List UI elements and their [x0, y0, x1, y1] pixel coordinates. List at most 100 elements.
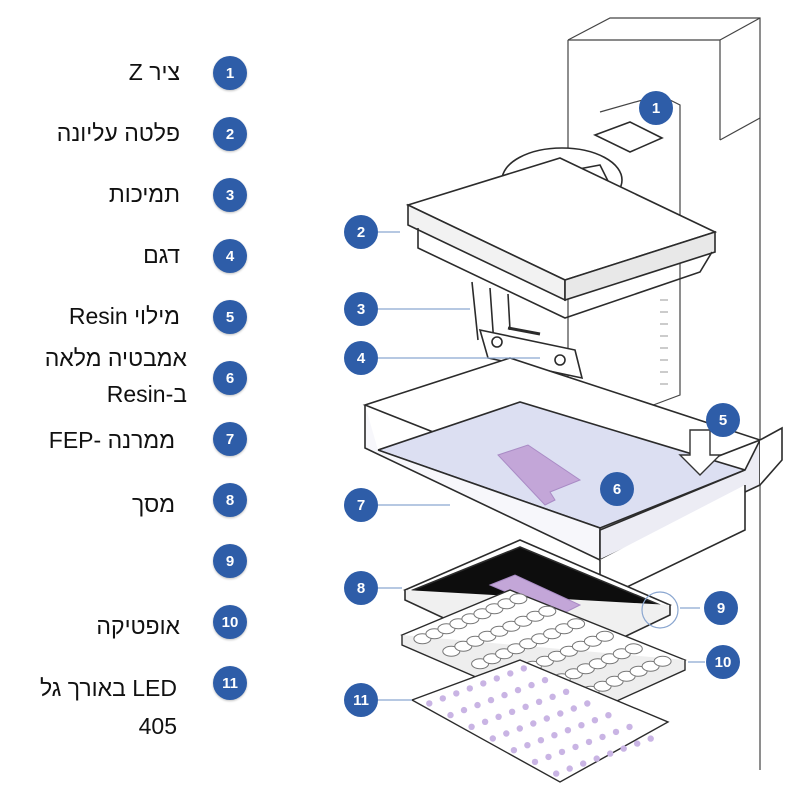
callout-9-text: 9 — [717, 600, 725, 617]
legend-badge-8: 8 — [213, 483, 247, 517]
legend-label-5: מילוי Resin — [69, 300, 180, 332]
legend-label-7: ממרנה -FEP — [49, 424, 175, 456]
legend-label-6: אמבטיה מלאה ב-Resin — [45, 342, 187, 410]
legend-badge-6: 6 — [213, 361, 247, 395]
led-dot — [531, 758, 539, 766]
led-dot — [572, 743, 579, 751]
callout-8: 8 — [344, 571, 378, 605]
callout-4-text: 4 — [357, 350, 366, 367]
lens-cell — [509, 593, 528, 605]
led-dot — [557, 710, 564, 717]
callout-5-text: 5 — [719, 412, 727, 429]
led-dot — [545, 753, 552, 761]
legend-badge-10: 10 — [213, 605, 247, 639]
callout-2: 2 — [344, 215, 378, 249]
callout-1: 1 — [639, 91, 673, 125]
led-dot — [501, 691, 508, 699]
led-dot — [612, 728, 620, 736]
led-dot — [514, 686, 522, 694]
led-dot — [605, 712, 612, 719]
legend-badge-7: 7 — [213, 422, 247, 456]
led-dot — [564, 727, 572, 734]
callout-10: 10 — [706, 645, 740, 679]
led-dot — [507, 670, 514, 677]
led-dot — [439, 695, 446, 702]
callout-7-text: 7 — [357, 497, 365, 514]
legend-label-3: תמיכות — [109, 178, 180, 210]
legend-text-11b: 405 — [138, 713, 177, 739]
top-plate — [405, 157, 718, 319]
led-dot — [481, 718, 489, 725]
callout-3: 3 — [344, 292, 378, 326]
callout-11-text: 11 — [353, 692, 369, 709]
resin-vat — [362, 357, 783, 602]
legend-text-8: מסך — [132, 491, 175, 517]
supports-and-model — [471, 281, 584, 380]
legend-text-7: ממרנה -FEP — [48, 427, 175, 453]
legend-badge-11: 11 — [213, 666, 247, 700]
legend-text-6b: ב-Resin — [106, 381, 187, 407]
led-dot — [447, 711, 454, 719]
led-dot — [553, 770, 560, 777]
legend-label-2: פלטה עליונה — [57, 117, 180, 149]
legend-text-2: פלטה עליונה — [56, 120, 180, 146]
led-dot — [551, 732, 558, 739]
legend-label-8: מסך — [132, 488, 175, 520]
led-dot — [495, 713, 502, 720]
led-dot — [620, 745, 627, 752]
legend-text-10: אופטיקה — [96, 613, 180, 639]
callout-11: 11 — [344, 683, 378, 717]
lens-cell — [538, 605, 557, 617]
callout-6: 6 — [600, 472, 634, 506]
led-dot — [580, 760, 587, 767]
diagram-callouts: 1 2 3 4 5 6 7 8 9 10 11 — [344, 91, 740, 717]
callout-7: 7 — [344, 488, 378, 522]
led-dot — [522, 703, 529, 710]
led-dot — [508, 708, 516, 715]
legend-badge-2: 2 — [213, 117, 247, 151]
led-dot — [468, 723, 475, 730]
led-dot — [578, 722, 585, 729]
legend-badge-4: 4 — [213, 239, 247, 273]
led-dot — [480, 680, 487, 687]
led-dot — [520, 665, 527, 672]
led-dot — [626, 723, 633, 731]
led-dot — [489, 735, 496, 742]
led-dot — [528, 681, 535, 689]
legend-label-4: דגם — [143, 239, 180, 271]
led-dot — [549, 693, 556, 700]
led-dot — [607, 750, 614, 757]
legend-text-5: מילוי Resin — [68, 303, 180, 329]
led-dot — [466, 685, 473, 692]
led-dot — [516, 725, 523, 732]
legend-badge-3: 3 — [213, 178, 247, 212]
lens-cell — [595, 630, 614, 642]
led-dot — [543, 715, 550, 722]
led-dot — [634, 740, 641, 747]
led-board — [410, 659, 670, 783]
led-dot — [562, 688, 570, 695]
led-dot — [537, 737, 545, 744]
led-dot — [503, 730, 510, 737]
lens-cell — [567, 618, 586, 630]
callout-1-text: 1 — [652, 100, 660, 117]
z-axis-rail — [660, 299, 668, 385]
legend-label-11: LED באורך גל 405 — [40, 672, 177, 742]
callout-2-text: 2 — [357, 224, 365, 241]
led-dot — [566, 765, 573, 772]
legend-text-6a: אמבטיה מלאה — [44, 345, 187, 371]
leader-lines — [378, 231, 705, 701]
led-dot — [570, 705, 577, 712]
legend-text-4: דגם — [143, 242, 180, 268]
legend-text-3: תמיכות — [108, 181, 180, 207]
led-dot — [453, 690, 460, 697]
led-dot — [510, 747, 518, 754]
led-dot — [530, 720, 537, 727]
legend-badge-5: 5 — [213, 300, 247, 334]
lens-cell — [624, 643, 643, 655]
callout-5: 5 — [706, 403, 740, 437]
led-dot — [474, 701, 481, 709]
lens-cell — [653, 655, 672, 667]
led-dot — [535, 698, 543, 705]
